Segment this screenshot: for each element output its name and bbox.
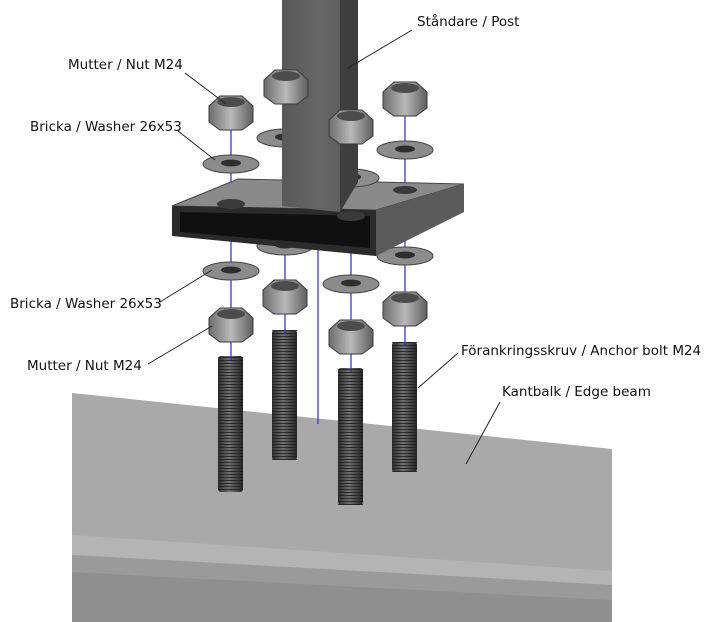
- label-bottom-nut: Mutter / Nut M24: [27, 358, 142, 374]
- anchor-bolt: [392, 342, 417, 472]
- washer: [202, 154, 260, 174]
- washer: [202, 261, 260, 281]
- leader-bottom-nut: [147, 325, 213, 365]
- lower-nuts: [208, 279, 428, 355]
- label-anchor-bolt: Förankringsskruv / Anchor bolt M24: [461, 343, 701, 359]
- washer: [376, 140, 434, 160]
- label-top-nut: Mutter / Nut M24: [68, 57, 183, 73]
- leader-lines: [147, 29, 501, 465]
- leader-anchor-bolt: [417, 352, 459, 389]
- leader-top-washer: [177, 130, 216, 161]
- leader-top-nut: [184, 72, 227, 105]
- washer: [322, 274, 380, 294]
- leader-bottom-washer: [159, 269, 213, 303]
- lower-washers: [202, 236, 434, 294]
- leader-post: [347, 29, 413, 69]
- anchor-bolt: [218, 356, 243, 492]
- washer: [376, 246, 434, 266]
- nut: [382, 291, 428, 327]
- upper-nuts: [208, 69, 428, 145]
- label-post: Ståndare / Post: [417, 13, 519, 30]
- nut: [208, 95, 254, 131]
- edge-beam: [72, 393, 612, 622]
- nut: [262, 279, 308, 315]
- anchor-bolt: [272, 330, 297, 460]
- anchor-bolts: [218, 330, 417, 505]
- nut: [263, 69, 309, 105]
- labels: Ståndare / Post Mutter / Nut M24 Bricka …: [10, 13, 701, 400]
- nut: [208, 307, 254, 343]
- anchor-bolt: [338, 368, 363, 505]
- nut: [328, 109, 374, 145]
- nut: [328, 319, 374, 355]
- label-top-washer: Bricka / Washer 26x53: [30, 119, 182, 135]
- leader-edge-beam: [465, 401, 501, 465]
- label-bottom-washer: Bricka / Washer 26x53: [10, 296, 162, 312]
- post: [282, 0, 358, 212]
- nut: [382, 81, 428, 117]
- label-edge-beam: Kantbalk / Edge beam: [502, 384, 651, 400]
